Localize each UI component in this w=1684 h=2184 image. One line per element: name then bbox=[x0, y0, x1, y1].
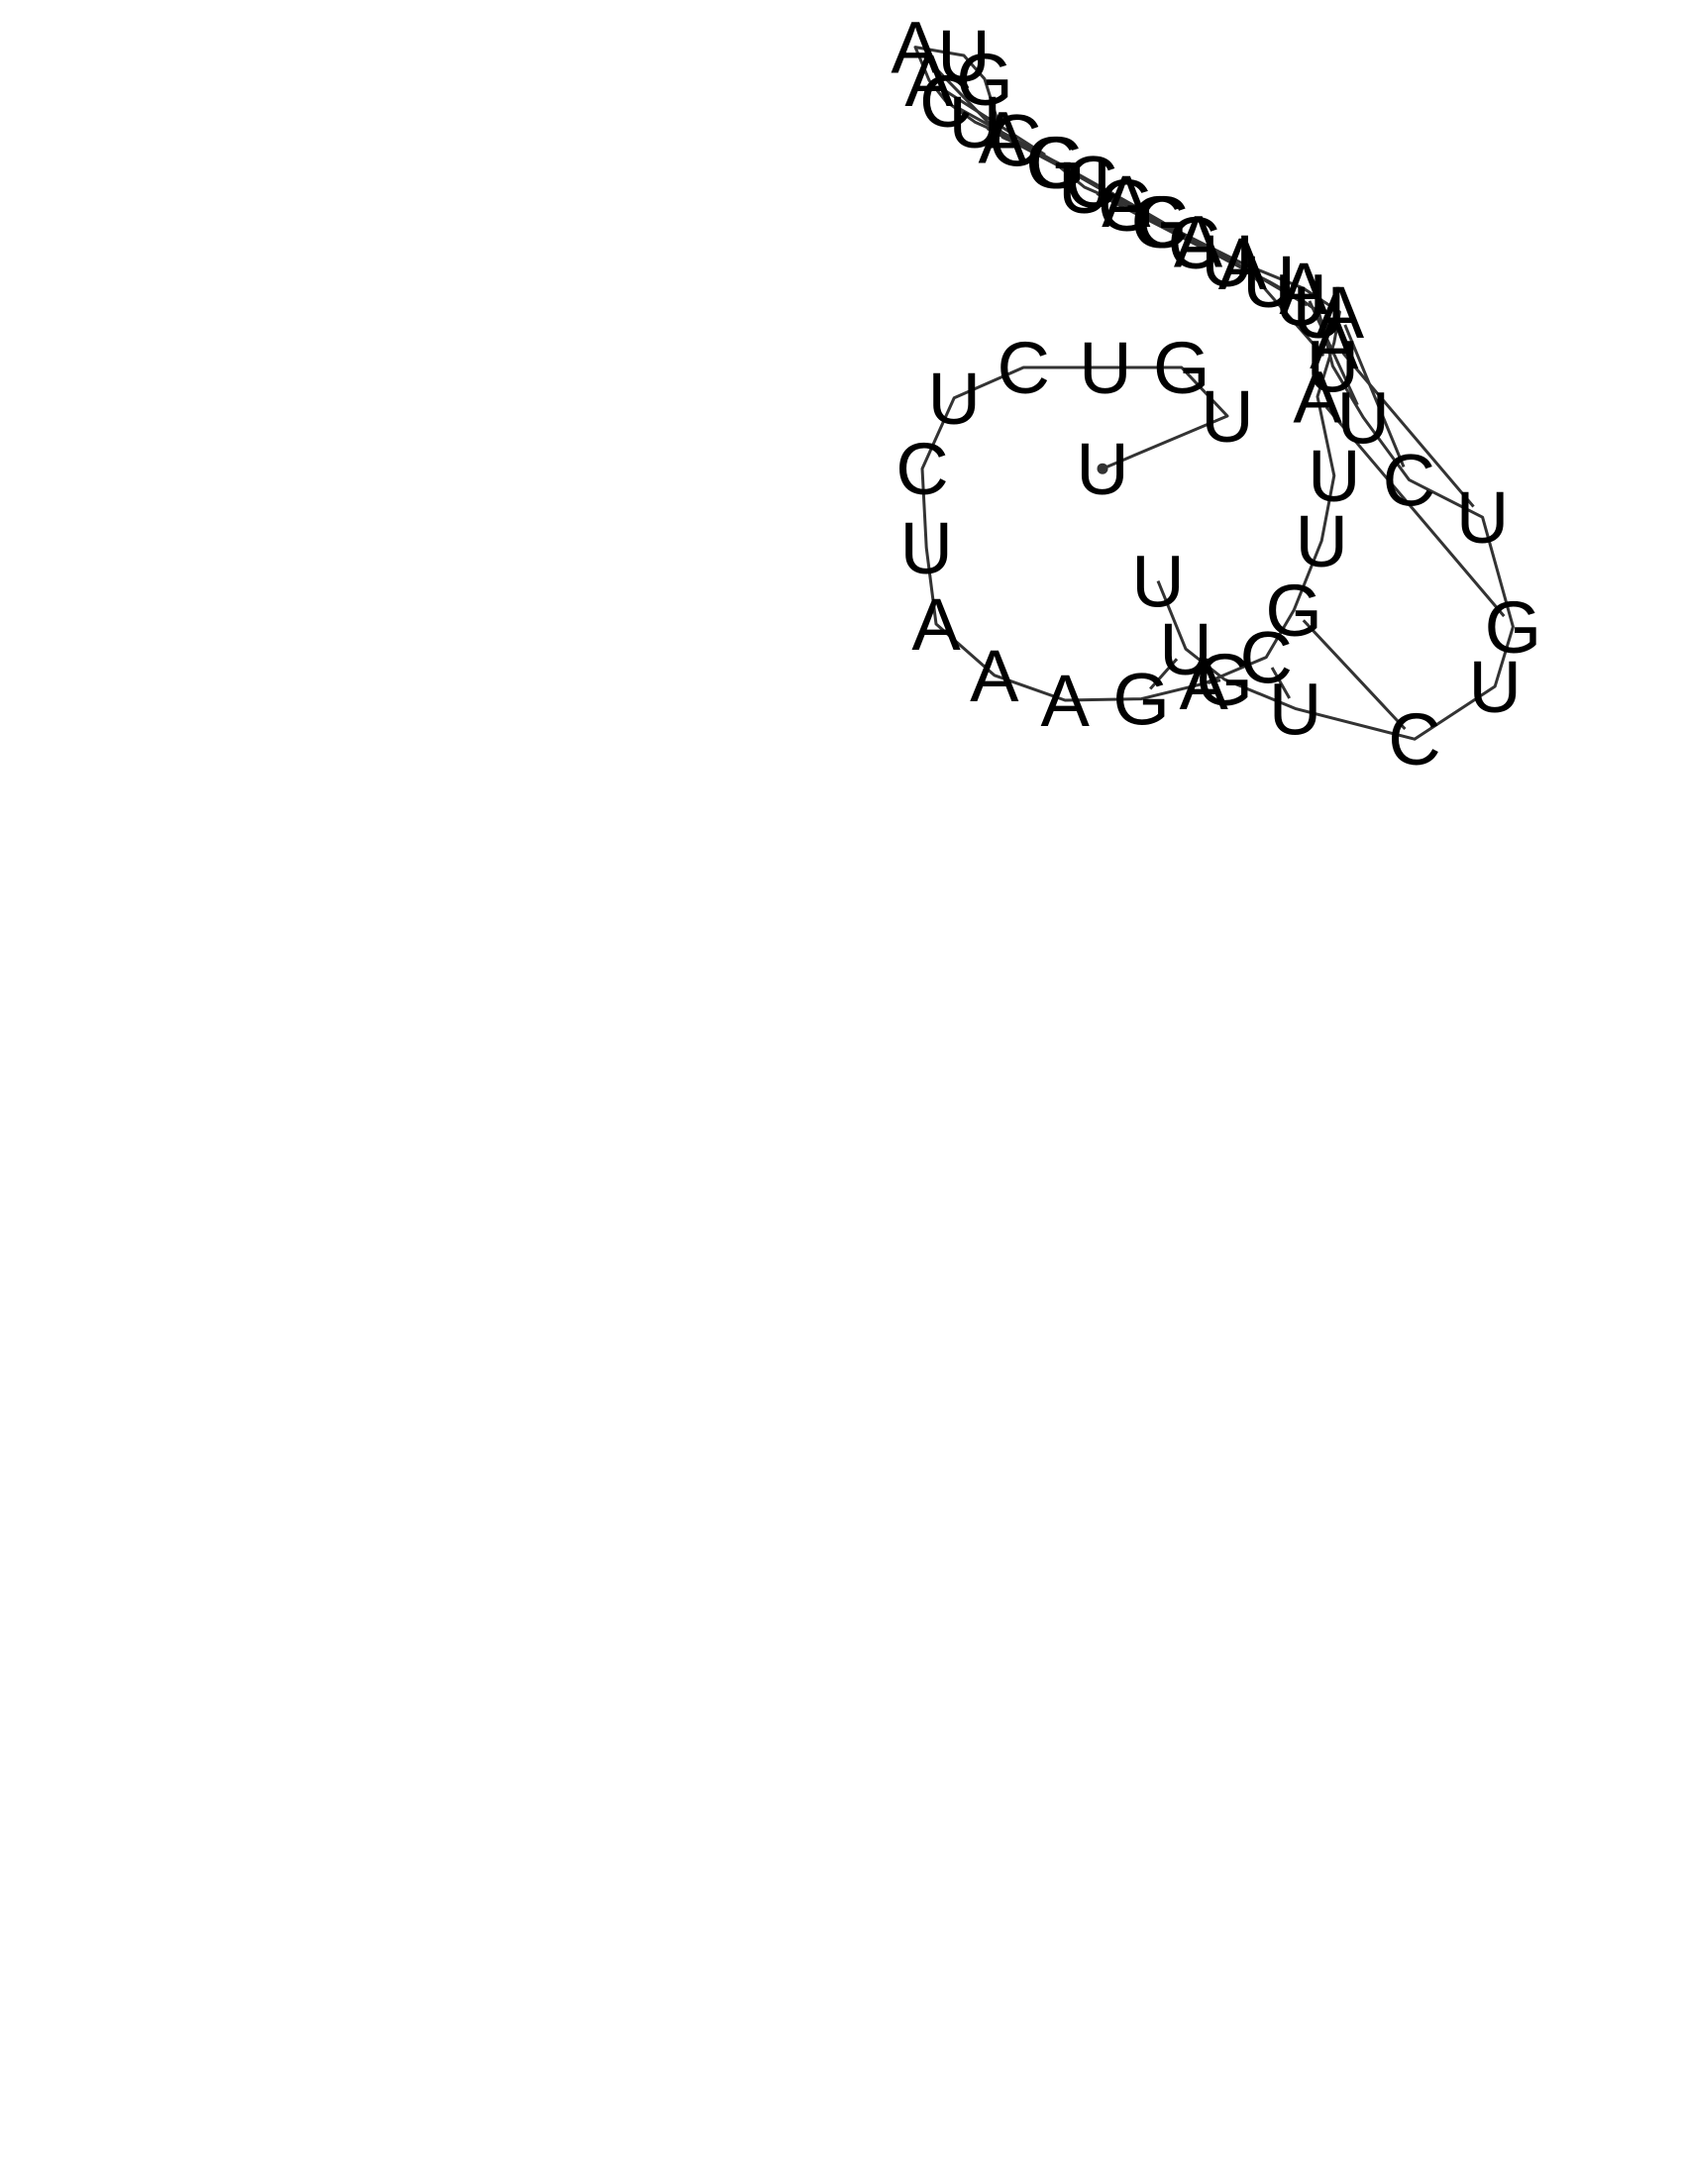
nucleotide-3: G bbox=[1153, 327, 1210, 409]
nucleotide-54: U bbox=[1159, 608, 1211, 690]
nucleotide-21: A bbox=[1279, 248, 1328, 330]
base-pair-bond bbox=[1096, 192, 1216, 257]
nucleotide-4: U bbox=[1079, 327, 1131, 409]
nucleotide-34: G bbox=[956, 39, 1013, 121]
nucleotide-52: U bbox=[1269, 668, 1321, 750]
base-pair-bond bbox=[986, 127, 1115, 196]
nucleotide-29: U bbox=[948, 81, 1000, 163]
base-pair-bond bbox=[1208, 678, 1221, 684]
nucleotide-35: A bbox=[979, 97, 1028, 179]
nucleotide-9: A bbox=[911, 583, 961, 666]
nucleotide-51: C bbox=[1388, 698, 1440, 780]
nucleotide-46: U bbox=[1336, 376, 1389, 459]
nucleotide-45: U bbox=[1307, 326, 1359, 408]
nucleotide-2: U bbox=[1201, 375, 1253, 458]
nucleotide-8: U bbox=[899, 507, 952, 589]
nucleotide-19: A bbox=[1310, 302, 1359, 384]
nucleotide-33: U bbox=[937, 15, 990, 97]
base-pair-bond bbox=[957, 106, 1081, 176]
nucleotide-32: A bbox=[891, 7, 940, 89]
nucleotide-16: U bbox=[1295, 500, 1347, 582]
marker-layer bbox=[1097, 463, 1108, 474]
nucleotide-55: U bbox=[1131, 541, 1184, 623]
nucleotide-7: C bbox=[895, 428, 948, 510]
nucleotide-30: C bbox=[919, 60, 972, 143]
nucleotide-18: A bbox=[1293, 356, 1342, 438]
nucleotide-22: A bbox=[1218, 223, 1268, 305]
nucleotide-37: C bbox=[1065, 141, 1117, 223]
nucleotide-13: A bbox=[1180, 643, 1229, 725]
nucleotide-41: U bbox=[1201, 220, 1253, 302]
base-pair-bond bbox=[1302, 619, 1407, 731]
nucleotide-11: A bbox=[1041, 660, 1091, 742]
nucleotide-6: U bbox=[927, 358, 980, 440]
nucleotide-14: C bbox=[1239, 617, 1292, 699]
nucleotide-49: G bbox=[1485, 586, 1542, 669]
base-pair-bond bbox=[1250, 272, 1325, 358]
nucleotide-20: A bbox=[1316, 271, 1365, 354]
nucleotide-17: U bbox=[1308, 435, 1360, 517]
base-pair-layer bbox=[923, 55, 1506, 731]
nucleotide-39: C bbox=[1135, 181, 1188, 263]
base-pair-bond bbox=[1308, 300, 1359, 406]
nucleotide-27: G bbox=[1025, 122, 1083, 204]
nucleotide-36: G bbox=[1028, 122, 1086, 204]
nucleotide-5: C bbox=[997, 327, 1049, 409]
nucleotide-43: U bbox=[1274, 259, 1326, 341]
nucleotide-42: U bbox=[1242, 241, 1295, 323]
nucleotide-24: G bbox=[1131, 181, 1189, 263]
base-pair-bond bbox=[1341, 352, 1475, 508]
nucleotide-28: C bbox=[989, 99, 1041, 181]
nucleotide-44: U bbox=[1293, 271, 1345, 354]
base-pair-bond bbox=[923, 55, 995, 129]
nucleotide-26: U bbox=[1058, 147, 1110, 229]
nucleotide-10: A bbox=[970, 635, 1019, 717]
nucleotide-23: A bbox=[1174, 201, 1223, 283]
nucleotide-50: U bbox=[1468, 646, 1521, 728]
nucleotide-38: A bbox=[1102, 160, 1151, 243]
nucleotide-1: U bbox=[1076, 428, 1128, 510]
nucleotide-40: C bbox=[1168, 202, 1220, 284]
nucleotide-53: G bbox=[1196, 639, 1253, 721]
base-pair-bond bbox=[939, 86, 1046, 156]
nucleotide-12: G bbox=[1112, 659, 1170, 741]
nucleotide-25: G bbox=[1098, 164, 1155, 247]
base-pair-bond bbox=[1324, 406, 1506, 618]
base-pair-bond bbox=[1149, 658, 1179, 690]
nucleotide-31: A bbox=[904, 40, 954, 122]
base-pair-bond bbox=[1270, 667, 1292, 699]
nucleotide-47: C bbox=[1383, 439, 1435, 521]
nucleotide-15: G bbox=[1265, 570, 1322, 652]
five-prime-marker bbox=[1097, 463, 1108, 474]
base-pair-bond bbox=[1343, 324, 1406, 468]
nucleotide-48: U bbox=[1456, 476, 1509, 559]
